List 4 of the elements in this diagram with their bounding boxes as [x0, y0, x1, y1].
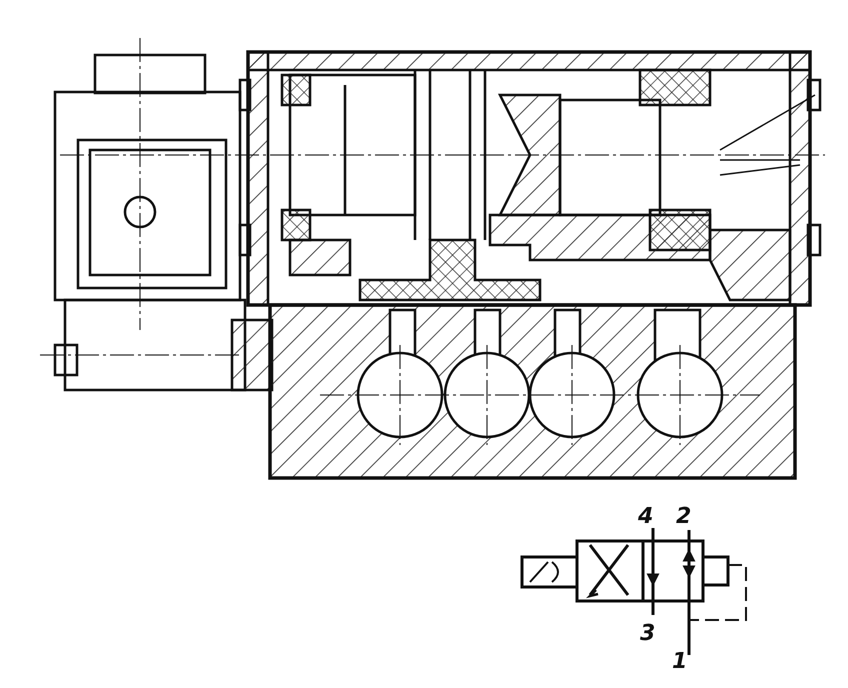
port-number: 1 [672, 650, 688, 674]
port-number: 3 [640, 622, 656, 646]
port-number: 4 [638, 505, 654, 529]
port-number: 2 [676, 505, 692, 529]
